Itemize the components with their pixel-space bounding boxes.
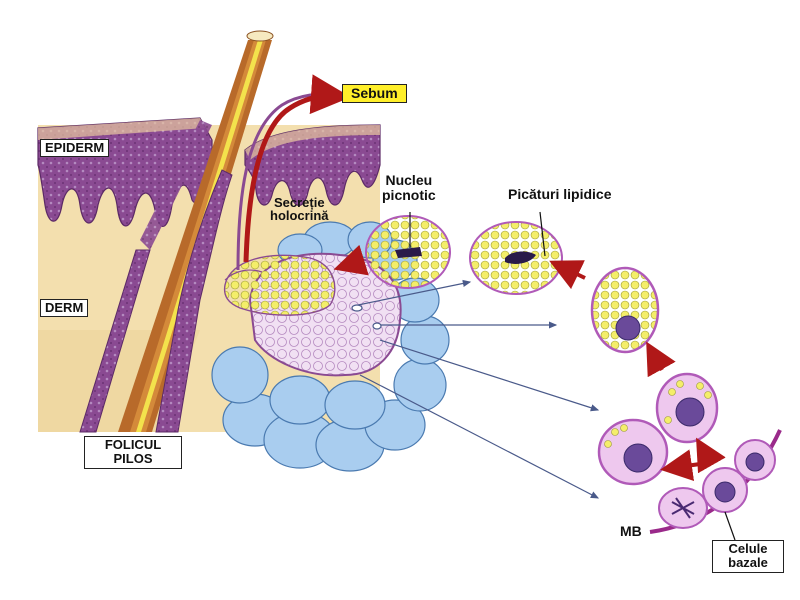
basal-cells [658,439,776,541]
secretie-line1: Secreție [273,195,325,210]
pointer-lines [351,279,600,499]
cell-lipid-droplets [469,211,563,295]
cell-mature-top [590,266,660,354]
cell-mid [655,372,719,444]
holocrine-secretion [223,254,336,316]
cell-pyknotic [365,212,451,289]
folicul-pilos-label: FOLICUL PILOS [84,436,182,469]
hair-follicle [79,30,274,433]
nucleu-picnotic-label: Nucleu picnotic [382,172,436,204]
picaturi-lipidice-label: Picături lipidice [508,186,612,202]
derm-label: DERM [40,299,89,318]
mb-label: MB [620,523,642,539]
celule-bazale-label: Celule bazale [712,540,784,573]
nucleu-line1: Nucleu [385,172,433,188]
nucleu-line2: picnotic [382,187,436,204]
folicul-line1: FOLICUL [104,437,162,452]
cell-left [597,418,669,486]
celule-line2: bazale [728,555,768,571]
epiderm-label: EPIDERM [40,139,110,158]
sebum-label: Sebum [342,84,407,104]
secretie-line2: holocrină [270,208,329,223]
folicul-line2: PILOS [113,451,153,467]
celule-line1: Celule [728,541,768,556]
secretie-holocrina-label: Secreție holocrină [270,196,329,222]
progression-arrows [333,244,726,482]
sebum-arrow [236,74,351,271]
